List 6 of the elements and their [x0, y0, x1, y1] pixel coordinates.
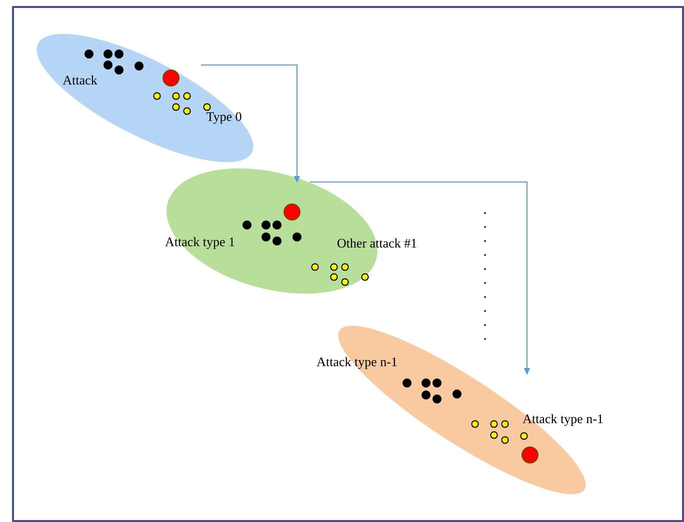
cluster-label: Other attack #1	[337, 238, 416, 248]
cluster-label: Attack type n-1	[522, 414, 603, 426]
cluster-label: Attack type 1	[165, 237, 234, 249]
cluster-label: Attack type n-1	[316, 357, 397, 369]
cluster-label: Type 0	[206, 112, 242, 124]
cluster-label: Attack	[62, 75, 98, 85]
